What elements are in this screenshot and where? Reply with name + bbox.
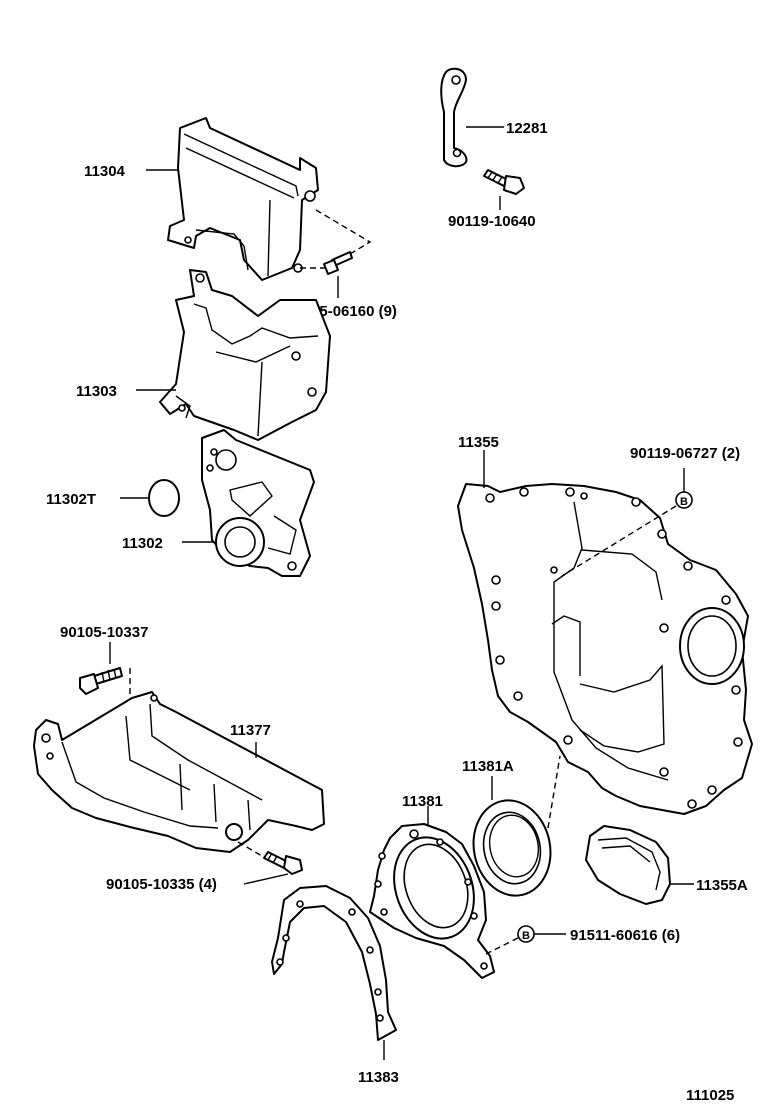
part-90119-10640-bolt[interactable]: [483, 169, 525, 195]
label-12281: 12281: [506, 120, 548, 137]
figure-number: 111025: [686, 1087, 734, 1104]
label-90105-10337: 90105-10337: [60, 624, 148, 641]
label-11304: 11304: [84, 163, 126, 180]
part-11377-stiffener[interactable]: [33, 691, 325, 853]
part-11302-lower-cover[interactable]: [201, 429, 315, 577]
label-11302: 11302: [122, 535, 163, 552]
marker-b-upper-letter: B: [680, 496, 688, 508]
label-91511-60616: 91511-60616 (6): [570, 927, 680, 944]
part-90105-10335-bolt[interactable]: [263, 851, 303, 875]
part-11355A-cover[interactable]: [585, 825, 671, 905]
dash-90105-06160-upper: [315, 209, 372, 255]
label-90119-06727: 90119-06727 (2): [630, 445, 740, 462]
part-11304-upper-cover[interactable]: [167, 117, 319, 281]
dash-90119-06727: [561, 505, 677, 577]
label-11383: 11383: [358, 1069, 399, 1086]
label-11355A: 11355A: [696, 877, 748, 894]
label-11303: 11303: [76, 383, 117, 400]
label-11377: 11377: [230, 722, 271, 739]
part-11302T-plug[interactable]: [148, 479, 180, 517]
part-11303-middle-cover[interactable]: [159, 269, 331, 441]
marker-b-upper: B: [675, 491, 693, 509]
dash-90105-10335: [237, 841, 263, 857]
part-11355-end-plate[interactable]: [457, 483, 753, 815]
leader-90105-10335: [243, 873, 289, 885]
dash-11381A: [547, 755, 561, 829]
part-11381-retainer[interactable]: [369, 823, 495, 979]
part-11383-seal-retainer[interactable]: [271, 885, 397, 1041]
label-90119-10640: 90119-10640: [448, 213, 536, 230]
part-90105-06160-bolt[interactable]: [323, 251, 353, 275]
label-11381: 11381: [402, 793, 443, 810]
label-11355: 11355: [458, 434, 499, 451]
marker-b-lower-letter: B: [522, 930, 530, 942]
part-11381A-oil-seal[interactable]: [465, 793, 559, 903]
label-11302T: 11302T: [46, 491, 96, 508]
dash-91511-60616: [485, 937, 519, 955]
marker-b-lower: B: [517, 925, 535, 943]
part-90105-10337-bolt[interactable]: [79, 667, 123, 695]
part-12281-bracket[interactable]: [440, 67, 468, 168]
label-90105-10335: 90105-10335 (4): [106, 876, 217, 893]
label-11381A: 11381A: [462, 758, 514, 775]
